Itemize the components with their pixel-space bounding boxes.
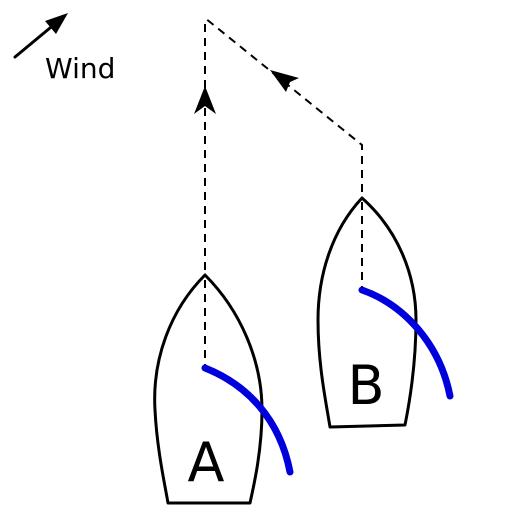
boat-a-hull [153,273,264,505]
boat-b-sail [358,286,454,400]
boat-b-label: B [347,354,384,417]
boat-b-course-arrow-icon [270,70,299,92]
wind-indicator: Wind [13,13,115,85]
boat-a: A [153,273,294,505]
boat-a-course-arrow-icon [194,86,216,114]
boat-a-sail [201,364,294,476]
wind-label: Wind [45,52,115,85]
boat-a-label: A [188,431,225,494]
wind-arrowhead-icon [45,13,68,34]
boat-b: B [316,196,454,429]
boat-b-hull [316,196,418,429]
